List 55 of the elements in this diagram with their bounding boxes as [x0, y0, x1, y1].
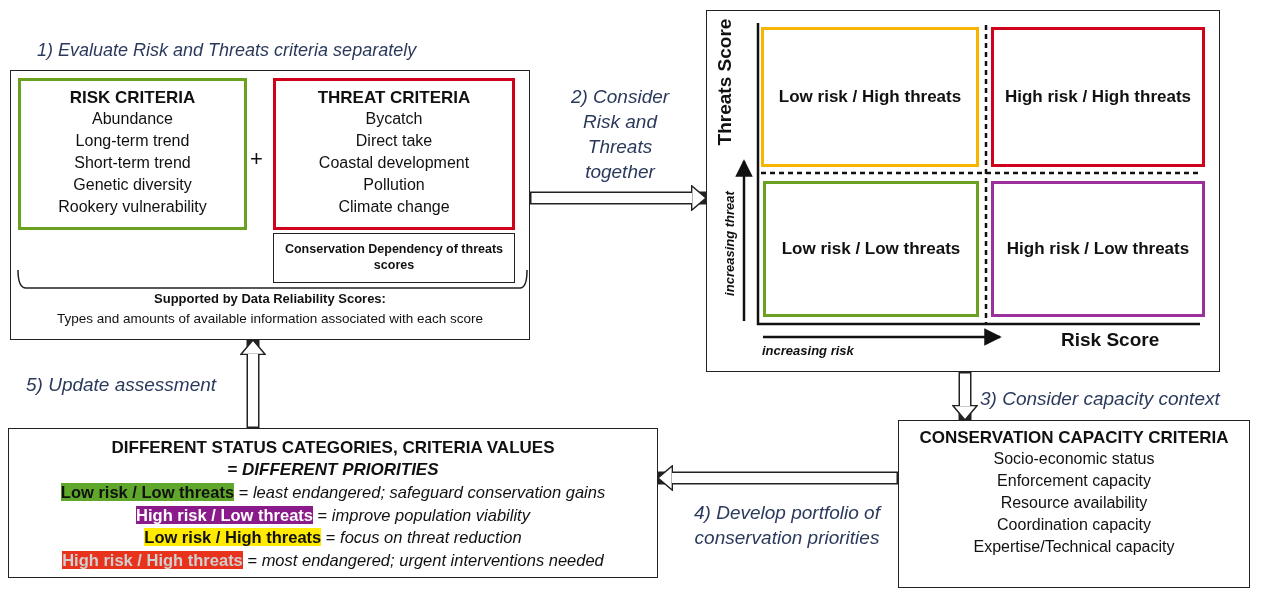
quadrant-box [763, 181, 979, 317]
block-arrow [240, 339, 266, 428]
quadrant-label: High risk / High threats [1004, 86, 1192, 108]
box-heading: = DIFFERENT PRIORITIES [227, 459, 439, 481]
criterion-text: Short-term trend [74, 153, 191, 174]
risk-threat-matrix [706, 10, 1220, 372]
priority-text: Low risk / Low threats = least endangered; safeguard conservation gains [60, 482, 606, 503]
axis-title: Risk Score [1061, 329, 1160, 351]
criterion-text: Resource availability [1000, 493, 1148, 514]
block-arrow [530, 185, 707, 211]
criterion-text: Abundance [92, 109, 173, 130]
axis-caption: increasing risk [762, 343, 854, 358]
criterion-text: Coastal development [318, 153, 470, 174]
axis-title: Threats Score [714, 17, 736, 148]
block-arrow [952, 372, 978, 421]
box-heading: DIFFERENT STATUS CATEGORIES, CRITERIA VALUES [111, 437, 555, 459]
criteria-box [898, 420, 1250, 588]
quadrant-box [991, 181, 1205, 317]
note-heading: Supported by Data Reliability Scores: [153, 291, 387, 306]
quadrant-box [761, 27, 979, 167]
priorities-box [8, 428, 658, 578]
criterion-text: Climate change [338, 197, 450, 218]
criterion-text: Enforcement capacity [997, 471, 1151, 492]
edge-label: 5) Update assessment [26, 373, 218, 397]
criterion-text: Direct take [355, 131, 433, 152]
criterion-text: Rookery vulnerability [58, 197, 207, 218]
box-heading: CONSERVATION CAPACITY CRITERIA [919, 427, 1229, 449]
priority-text: High risk / High threats = most endangered; urgent interventions needed [62, 549, 604, 571]
block-arrow [657, 465, 898, 491]
quadrant-label: Low risk / Low threats [781, 238, 961, 260]
criterion-text: Socio-economic status [993, 449, 1155, 470]
step-label: 1) Evaluate Risk and Threats criteria separately [37, 40, 417, 61]
edge-label: 2) Consider Risk and Threats together [569, 85, 671, 184]
priority-text: Low risk / High threats = focus on threat reduction [144, 527, 522, 548]
priority-text: High risk / Low threats = improve population viability [136, 504, 530, 526]
plus-sign: + [250, 146, 263, 172]
box-text: Conservation Dependency of threats scores [283, 242, 505, 274]
dependency-box [273, 233, 515, 283]
criterion-text: Coordination capacity [997, 515, 1151, 536]
quadrant-label: Low risk / High threats [778, 86, 962, 108]
quadrant-box [991, 27, 1205, 167]
criteria-box [18, 78, 247, 230]
note-text: Types and amounts of available information associated with each score [55, 311, 485, 326]
criterion-text: Pollution [363, 175, 425, 196]
quadrant-label: High risk / Low threats [1006, 238, 1190, 260]
criterion-text: Bycatch [365, 109, 423, 130]
axis-caption: increasing threat [721, 189, 737, 298]
edge-label: 4) Develop portfolio of conservation priorities [693, 501, 883, 550]
criterion-text: Expertise/Technical capacity [973, 537, 1175, 558]
criterion-text: Long-term trend [75, 131, 190, 152]
box-heading: THREAT CRITERIA [317, 87, 471, 109]
criteria-box [273, 78, 515, 230]
box-heading: RISK CRITERIA [69, 87, 196, 109]
edge-label: 3) Consider capacity context [980, 387, 1222, 411]
criterion-text: Genetic diversity [73, 175, 192, 196]
